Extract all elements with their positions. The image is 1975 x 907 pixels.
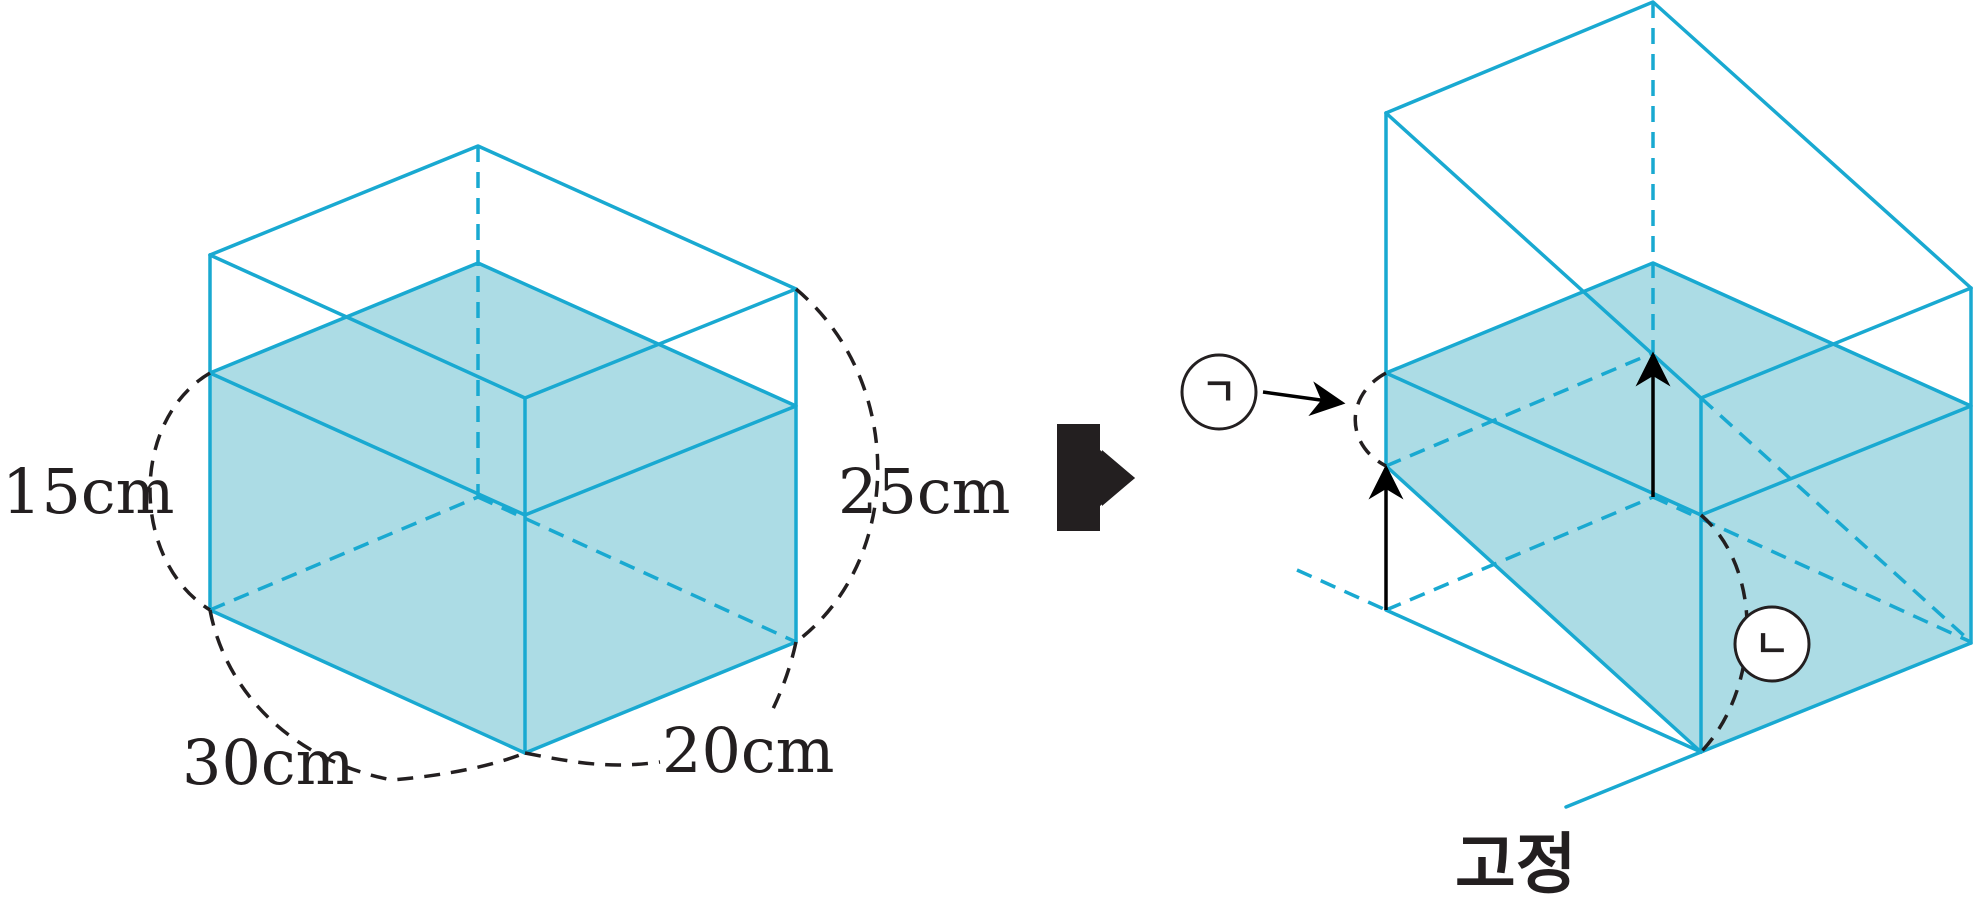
left-water-right: [525, 406, 796, 753]
right-water-surface: [1384, 261, 1973, 517]
right-tank-pivot-line: [1564, 750, 1703, 809]
right-water-top: [1386, 263, 1971, 515]
left-guide-height-water: [148, 371, 211, 612]
left-guide-width-curve: [768, 641, 798, 716]
left-tank-top-rim: [208, 144, 798, 291]
marker-b-text: ㄴ: [1755, 622, 1790, 666]
right-tank-top-rim: [1384, 0, 1973, 290]
right-hidden-base-extension: [1296, 568, 1387, 612]
right-guide-a: [1353, 371, 1387, 468]
right-tank-front-slant: [1384, 464, 1703, 754]
label-fixed: 고정: [1455, 826, 1576, 903]
marker-a-pointer: [1262, 381, 1346, 416]
right-hidden-diagonal: [1699, 396, 1973, 644]
left-hidden-bottom-left: [209, 495, 479, 612]
left-tank: 15cm 25cm 30cm 20cm: [2, 144, 1010, 799]
marker-a-circle: [1180, 353, 1258, 431]
right-tank-top-right: [1699, 286, 1973, 400]
right-tank-bottom-right: [1699, 641, 1973, 754]
right-water-front: [1386, 373, 1701, 752]
left-tank-bottom-right: [523, 640, 798, 755]
left-guide-length: [208, 609, 526, 782]
label-water-height: 15cm: [2, 455, 174, 528]
left-tank-top-front: [208, 253, 527, 400]
left-water-front: [210, 373, 525, 753]
right-guide-b: [1699, 513, 1749, 754]
right-tank-top-diagonal: [1384, 111, 1703, 400]
transition-arrow-body: [1057, 450, 1135, 506]
left-guide-height-tank: [794, 287, 880, 644]
label-width: 20cm: [662, 714, 834, 787]
label-tank-height: 25cm: [838, 455, 1010, 528]
right-hidden-bottom-left: [1385, 495, 1654, 612]
left-guide-width: [524, 751, 661, 767]
left-tank-bottom-front: [208, 608, 527, 755]
right-hidden-water-left: [1385, 351, 1654, 468]
marker-b-circle: [1733, 605, 1811, 683]
left-hidden-bottom-right: [477, 495, 797, 644]
right-tank: ㄱ ㄴ 고정: [1180, 0, 1973, 903]
label-length: 30cm: [182, 726, 354, 799]
right-tank-base-front: [1384, 608, 1703, 754]
marker-a-text: ㄱ: [1202, 370, 1237, 414]
left-water-surface: [208, 261, 798, 517]
